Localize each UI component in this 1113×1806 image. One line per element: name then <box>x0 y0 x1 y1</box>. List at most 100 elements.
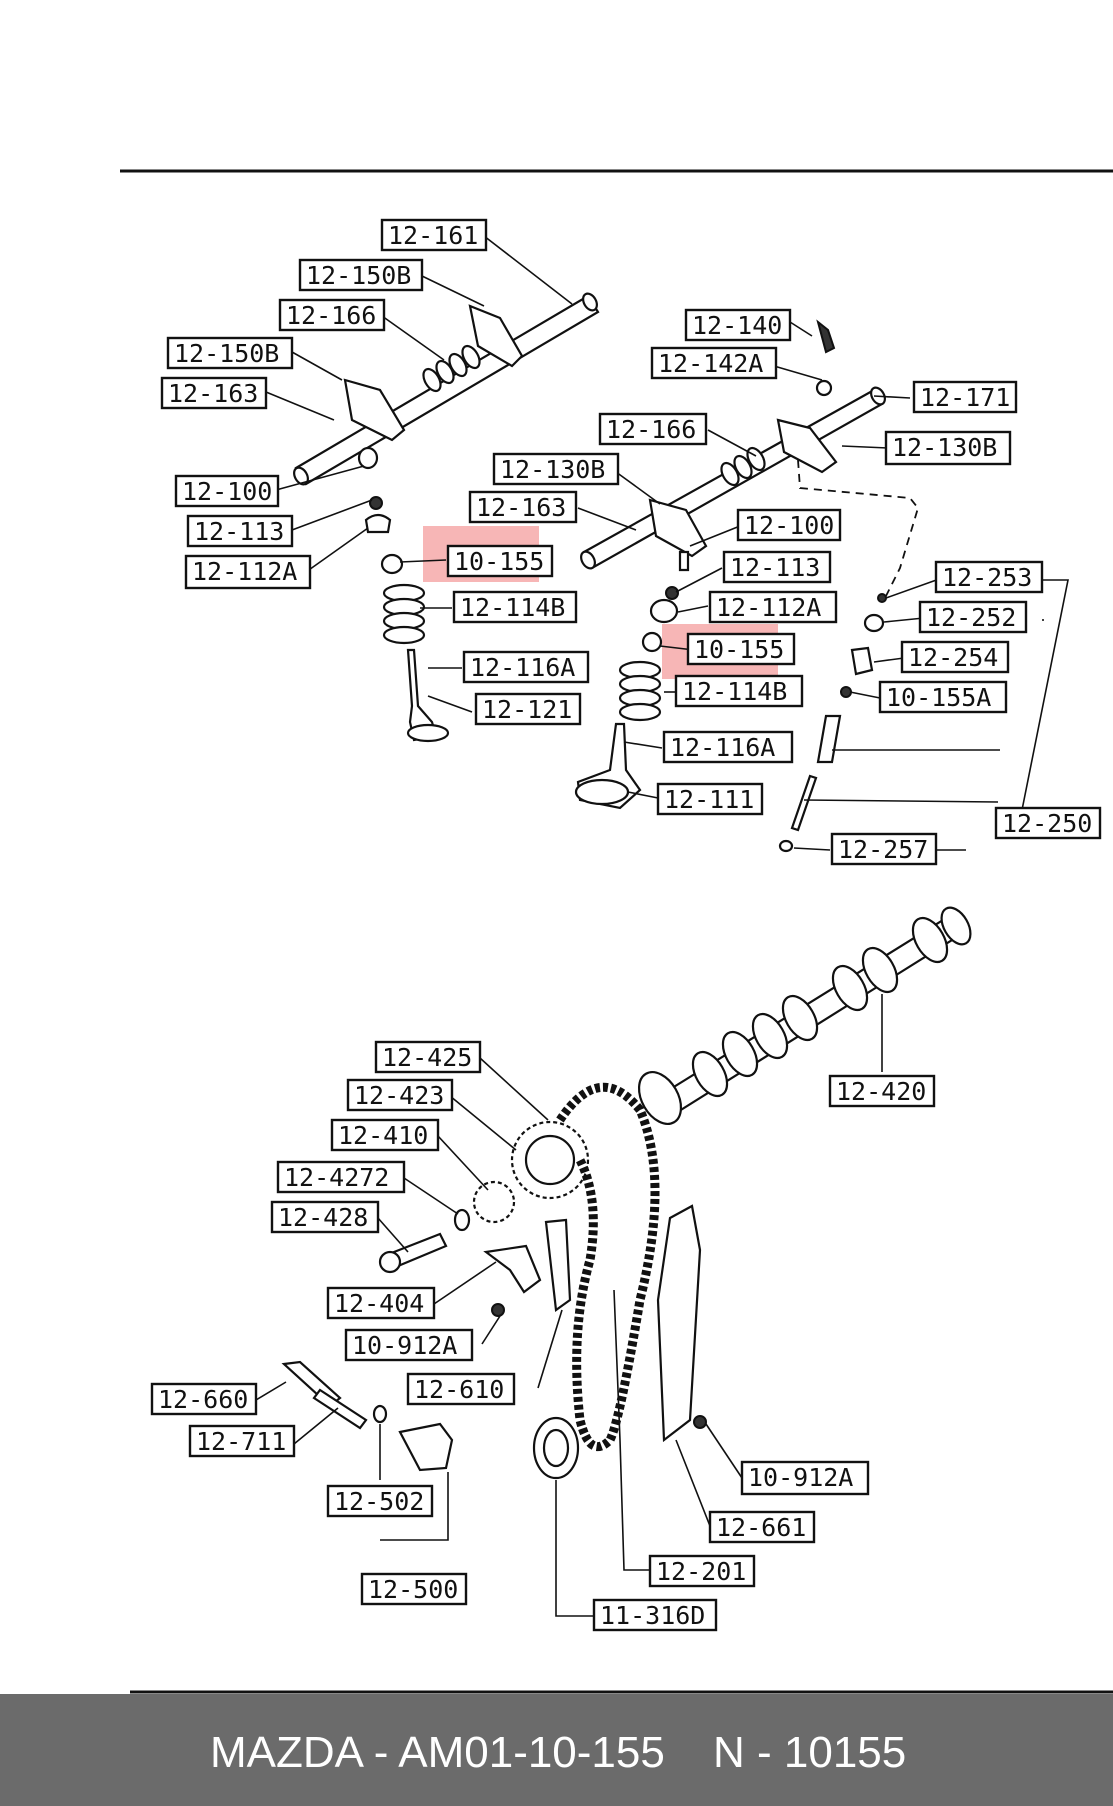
label-12-112A-a: 12-112A <box>184 554 312 590</box>
label-12-130B-a: 12-130B <box>884 430 1012 466</box>
svg-text:12-161: 12-161 <box>388 221 478 250</box>
svg-text:12-428: 12-428 <box>278 1203 368 1232</box>
label-12-113-b: 12-113 <box>722 550 832 584</box>
label-12-420: 12-420 <box>828 1074 936 1108</box>
svg-text:10-912A: 10-912A <box>748 1463 853 1492</box>
svg-text:10-155A: 10-155A <box>886 683 991 712</box>
svg-text:12-113: 12-113 <box>730 553 820 582</box>
label-12-140: 12-140 <box>684 308 792 342</box>
svg-text:12-114B: 12-114B <box>682 677 787 706</box>
svg-text:12-410: 12-410 <box>338 1121 428 1150</box>
svg-text:12-425: 12-425 <box>382 1043 472 1072</box>
label-12-257: 12-257 <box>830 832 938 866</box>
label-12-502: 12-502 <box>326 1484 434 1518</box>
label-12-201: 12-201 <box>648 1554 756 1588</box>
svg-text:12-150B: 12-150B <box>306 261 411 290</box>
svg-text:12-711: 12-711 <box>196 1427 286 1456</box>
svg-text:12-252: 12-252 <box>926 603 1016 632</box>
footer-catalog-number: N - 10155 <box>713 1728 907 1777</box>
label-11-316D: 11-316D <box>592 1598 718 1632</box>
svg-text:12-166: 12-166 <box>286 301 376 330</box>
svg-text:12-423: 12-423 <box>354 1081 444 1110</box>
svg-text:12-121: 12-121 <box>482 695 572 724</box>
svg-text:12-257: 12-257 <box>838 835 928 864</box>
svg-text:12-130B: 12-130B <box>500 455 605 484</box>
svg-text:12-4272: 12-4272 <box>284 1163 389 1192</box>
label-12-660: 12-660 <box>150 1382 258 1416</box>
label-12-171: 12-171 <box>912 380 1018 414</box>
part-labels: 12-161 12-150B 12-166 12-150B 12-163 12-… <box>150 218 1102 1632</box>
label-12-428: 12-428 <box>270 1200 380 1234</box>
rocker-shaft-1 <box>293 292 600 486</box>
valve-assembly-1 <box>357 446 450 743</box>
svg-text:12-610: 12-610 <box>414 1375 504 1404</box>
camshaft <box>637 906 972 1125</box>
svg-text:12-500: 12-500 <box>368 1575 458 1604</box>
label-12-250: 12-250 <box>994 806 1102 840</box>
label-12-142A: 12-142A <box>650 346 778 380</box>
spring-shaft-1 <box>422 344 481 393</box>
valve-assembly-2 <box>574 550 690 810</box>
svg-text:12-100: 12-100 <box>744 511 834 540</box>
svg-text:12-116A: 12-116A <box>670 733 775 762</box>
svg-text:12-254: 12-254 <box>908 643 998 672</box>
label-12-150B-a: 12-150B <box>298 258 424 292</box>
svg-text:12-163: 12-163 <box>476 493 566 522</box>
svg-text:12-404: 12-404 <box>334 1289 424 1318</box>
svg-text:12-253: 12-253 <box>942 563 1032 592</box>
svg-text:12-201: 12-201 <box>656 1557 746 1586</box>
svg-text:12-140: 12-140 <box>692 311 782 340</box>
label-12-150B-b: 12-150B <box>166 336 294 370</box>
label-12-166-b: 12-166 <box>598 412 708 446</box>
footer-part-number: MAZDA - AM01-10-155 <box>210 1728 665 1777</box>
label-12-163-a: 12-163 <box>160 376 268 410</box>
svg-text:12-100: 12-100 <box>182 477 272 506</box>
svg-text:12-150B: 12-150B <box>174 339 279 368</box>
svg-text:12-660: 12-660 <box>158 1385 248 1414</box>
svg-text:12-111: 12-111 <box>664 785 754 814</box>
label-12-116A-b: 12-116A <box>662 730 794 764</box>
label-12-121: 12-121 <box>474 692 582 726</box>
svg-text:12-112A: 12-112A <box>716 593 821 622</box>
label-12-112A-b: 12-112A <box>708 590 838 624</box>
label-12-163-b: 12-163 <box>468 490 578 524</box>
label-12-252: 12-252 <box>918 600 1028 634</box>
svg-text:12-130B: 12-130B <box>892 433 997 462</box>
svg-text:12-166: 12-166 <box>606 415 696 444</box>
label-10-155-a: 10-155 <box>446 544 554 578</box>
label-12-114B-a: 12-114B <box>452 590 578 624</box>
label-12-661: 12-661 <box>708 1510 816 1544</box>
svg-text:12-112A: 12-112A <box>192 557 297 586</box>
svg-text:12-116A: 12-116A <box>470 653 575 682</box>
label-12-166-a: 12-166 <box>278 298 386 332</box>
lash-adjuster-parts <box>778 593 887 853</box>
svg-text:12-171: 12-171 <box>920 383 1010 412</box>
svg-text:11-316D: 11-316D <box>600 1601 705 1630</box>
label-12-100-b: 12-100 <box>736 508 842 542</box>
label-12-254: 12-254 <box>900 640 1010 674</box>
svg-text:10-155: 10-155 <box>694 635 784 664</box>
label-12-4272: 12-4272 <box>276 1160 406 1194</box>
svg-text:10-155: 10-155 <box>454 547 544 576</box>
label-12-113-a: 12-113 <box>186 514 294 548</box>
parts-diagram: 12-161 12-150B 12-166 12-150B 12-163 12-… <box>120 169 1113 1694</box>
svg-text:12-250: 12-250 <box>1002 809 1092 838</box>
rocker-shaft-2 <box>580 319 919 601</box>
label-10-155-b: 10-155 <box>686 632 796 666</box>
label-12-116A-a: 12-116A <box>462 650 590 684</box>
label-12-410: 12-410 <box>330 1118 440 1152</box>
svg-text:10-912A: 10-912A <box>352 1331 457 1360</box>
label-12-423: 12-423 <box>346 1078 454 1112</box>
label-12-130B-b: 12-130B <box>492 452 620 486</box>
label-12-711: 12-711 <box>188 1424 296 1458</box>
label-12-253: 12-253 <box>934 560 1044 594</box>
footer-bar: MAZDA - AM01-10-155 N - 10155 <box>0 1694 1113 1806</box>
leader-lines <box>255 235 1069 1617</box>
label-10-912A-b: 10-912A <box>740 1460 870 1496</box>
svg-text:12-502: 12-502 <box>334 1487 424 1516</box>
label-12-100-a: 12-100 <box>174 474 280 508</box>
svg-text:12-114B: 12-114B <box>460 593 565 622</box>
timing-chain-assembly <box>281 1082 707 1480</box>
svg-text:12-142A: 12-142A <box>658 349 763 378</box>
label-12-111: 12-111 <box>656 782 764 816</box>
